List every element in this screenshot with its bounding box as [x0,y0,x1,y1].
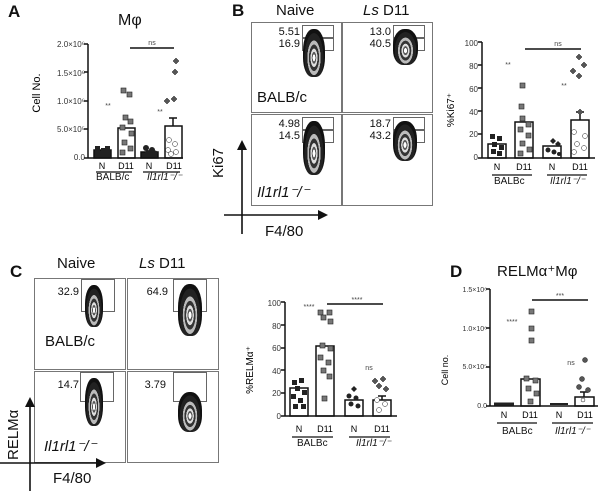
flow-plot-b-balbc-naive: 5.51 16.9 BALB/c [251,22,342,113]
panel-b-col-naive: Naive [276,2,315,19]
svg-text:D11: D11 [572,162,588,172]
svg-text:N: N [351,424,358,434]
panel-d-group-il1rl1: Il1rl1⁻/⁻ [555,426,591,437]
svg-text:D11: D11 [118,161,134,171]
svg-text:D11: D11 [577,410,593,420]
svg-text:1.0×10⁶: 1.0×10⁶ [463,326,488,333]
svg-text:****: **** [352,297,363,304]
svg-text:**: ** [561,83,567,90]
svg-text:D11: D11 [516,162,532,172]
svg-text:20: 20 [469,130,478,139]
panel-c-col-naive: Naive [57,255,96,272]
svg-text:D11: D11 [317,424,333,434]
panel-c-f480-axis-label: F4/80 [53,470,92,487]
svg-text:40: 40 [469,108,478,117]
svg-text:N: N [296,424,303,434]
svg-text:ns: ns [365,365,373,372]
svg-text:N: N [556,410,563,420]
panel-label-b: B [232,1,245,20]
svg-text:ns: ns [554,41,562,48]
svg-text:2.0×10⁶: 2.0×10⁶ [57,40,85,49]
panel-c-group-balbc: BALBc [297,438,328,449]
panel-a-chart: Cell No. 2.0×10⁶ 1.5×10⁶ 1.0×10⁶ 5.0×10⁵… [31,40,183,173]
svg-text:****: **** [304,304,315,311]
svg-text:1.5×10⁶: 1.5×10⁶ [463,287,488,294]
svg-text:%RELMα⁺: %RELMα⁺ [245,346,256,394]
svg-text:N: N [549,162,556,172]
flow-plot-b-il1rl1-naive: 4.98 14.5 Il1rl1⁻/⁻ [251,114,342,206]
svg-text:0.0: 0.0 [74,153,86,162]
svg-text:**: ** [157,109,163,116]
panel-label-c: C [10,262,23,281]
flow-plot-c-il1rl1-d11: 3.79 [127,371,219,463]
svg-text:0: 0 [474,153,479,162]
panel-b-f480-axis-label: F4/80 [265,223,304,240]
svg-text:60: 60 [469,85,478,94]
svg-text:N: N [494,162,501,165]
svg-text:ns: ns [567,360,575,367]
panel-a-ylabel: Cell No. [31,73,43,112]
svg-text:0.0: 0.0 [477,403,487,410]
svg-text:100: 100 [268,299,282,308]
svg-text:***: *** [556,293,564,300]
panel-c-row-il1rl1: Il1rl1⁻/⁻ [44,438,97,455]
svg-text:0: 0 [277,412,282,421]
panel-b-group-il1rl1: Il1rl1⁻/⁻ [550,176,586,187]
panel-c-relma-bar-chart: %RELMα⁺ 100 80 60 40 20 0 **** ns **** [245,297,397,421]
panel-b-group-balbc: BALBc [494,176,525,187]
svg-text:D11: D11 [166,161,182,171]
svg-text:80: 80 [272,322,281,331]
svg-text:N: N [494,162,501,172]
panel-d-title: RELMα⁺Mφ [497,263,578,280]
svg-text:D11: D11 [374,424,390,434]
panel-label-d: D [450,262,463,281]
svg-text:%Ki67⁺: %Ki67⁺ [446,93,457,127]
flow-plot-c-balbc-naive: 32.9 BALB/c [34,278,126,370]
panel-label-a: A [8,2,21,21]
panel-d-chart: Cell no. 1.5×10⁶ 1.0×10⁶ 5.0×10⁵ 0.0 ***… [440,287,598,424]
panel-a-group-balbc: BALB/c [96,172,130,183]
panel-b-ki67-axis-label: Ki67 [210,147,227,178]
panel-c-relma-axis-label: RELMα [5,409,22,460]
svg-text:5.0×10⁵: 5.0×10⁵ [462,364,487,371]
svg-text:80: 80 [469,62,478,71]
svg-text:N: N [99,161,106,171]
svg-text:****: **** [507,319,518,326]
svg-text:40: 40 [272,367,281,376]
panel-c-group-il1rl1: Il1rl1⁻/⁻ [356,438,392,449]
panel-b-bar-xaxis-labels: N D11 N D11 [492,162,588,176]
panel-d-group-balbc: BALBc [502,426,533,437]
panel-b-col-ls-d11: Ls D11 [363,2,410,19]
flow-plot-b-il1rl1-d11: 18.7 43.2 [342,114,433,206]
panel-c-axis-arrows [0,397,106,491]
svg-text:N: N [146,161,153,171]
svg-text:Cell no.: Cell no. [440,355,450,386]
flow-plot-c-balbc-d11: 64.9 [127,278,219,370]
panel-a-title: Mφ [118,12,142,29]
svg-text:1.0×10⁶: 1.0×10⁶ [57,97,85,106]
flow-plot-b-balbc-d11: 13.0 40.5 [342,22,433,113]
svg-text:N: N [501,410,508,420]
panel-b-ki67-bar-chart: %Ki67⁺ 100 80 60 40 20 0 ** ** ns N [446,39,595,165]
svg-text:**: ** [105,103,111,110]
svg-text:1.5×10⁶: 1.5×10⁶ [57,69,85,78]
flow-plot-c-il1rl1-naive: 14.7 [34,371,126,463]
svg-text:60: 60 [272,344,281,353]
svg-text:**: ** [505,62,511,69]
svg-text:100: 100 [465,39,479,48]
panel-b-axis-arrows [224,140,328,234]
panel-c-bar-xaxis-labels: N D11 N D11 [292,424,390,438]
svg-text:20: 20 [272,389,281,398]
panel-a-group-il1rl1: Il1rl1⁻/⁻ [147,172,183,183]
svg-text:ns: ns [148,40,156,47]
svg-text:D11: D11 [522,410,538,420]
panel-c-col-ls-d11: Ls D11 [139,255,186,272]
svg-text:5.0×10⁵: 5.0×10⁵ [57,125,85,134]
